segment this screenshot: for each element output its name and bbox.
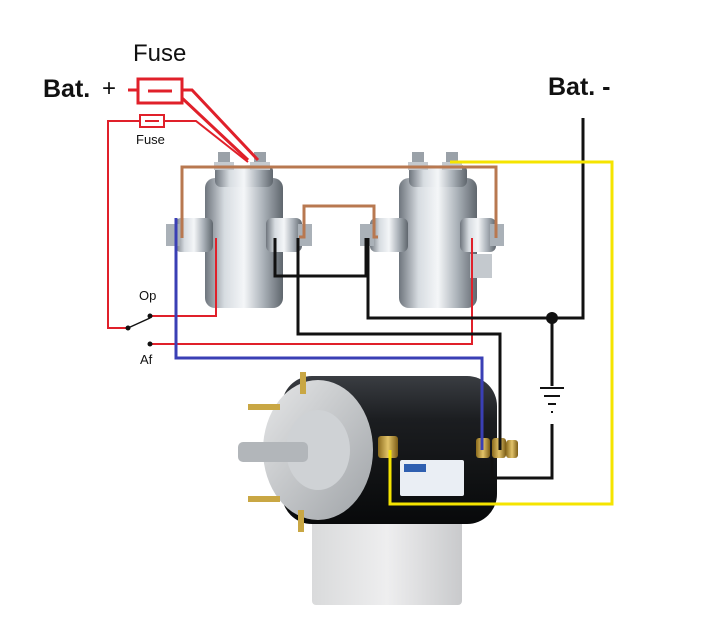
wires xyxy=(107,88,614,506)
ground-symbol xyxy=(540,387,564,413)
bat-positive-label: Bat. xyxy=(43,75,91,103)
wire-brown-top xyxy=(180,165,498,238)
wire-red-main-2 xyxy=(182,88,260,162)
bat-negative-label: Bat. - xyxy=(548,73,611,101)
op-label: Op xyxy=(139,288,157,303)
switch-symbol xyxy=(125,313,153,347)
wire-red-op xyxy=(152,238,217,317)
wire-black-5 xyxy=(490,424,554,480)
wire-yellow xyxy=(388,160,614,506)
fuse-small-label: Fuse xyxy=(136,132,165,147)
fuse-small-symbol xyxy=(139,114,165,128)
wire-blue xyxy=(174,218,484,450)
fuse-main-label: Fuse xyxy=(133,40,187,67)
solenoid-2 xyxy=(360,152,504,308)
wire-black-2 xyxy=(296,238,502,450)
wire-brown-bridge xyxy=(299,204,378,239)
bat-positive-sign: + xyxy=(102,75,117,102)
solenoid-1 xyxy=(166,152,312,308)
junction-dot xyxy=(546,312,558,324)
af-label: Af xyxy=(140,352,153,367)
wire-black-1 xyxy=(273,238,368,278)
wire-red-control-1 xyxy=(107,120,140,329)
wire-black-3 xyxy=(366,118,585,320)
wire-red-control-2 xyxy=(164,120,249,163)
wire-red-af xyxy=(152,238,473,345)
fuse-main-symbol xyxy=(136,77,184,105)
dc-motor xyxy=(238,372,518,605)
wire-red-main-3 xyxy=(180,96,250,162)
